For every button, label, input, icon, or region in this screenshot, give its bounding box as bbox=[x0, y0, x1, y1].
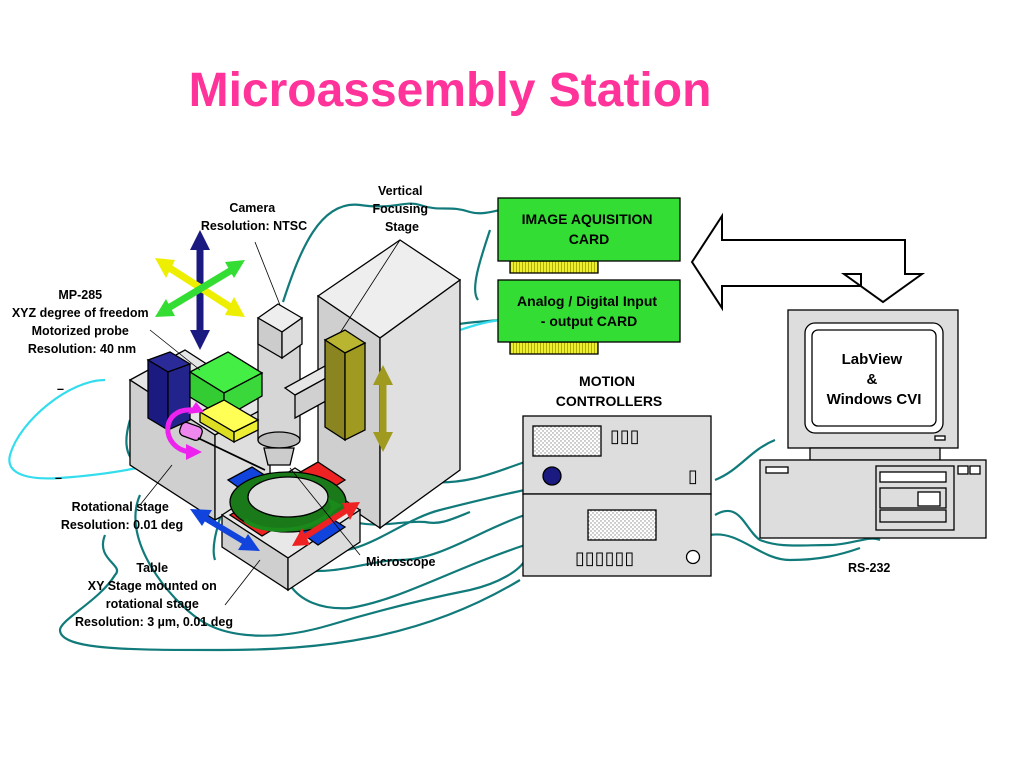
probe-needle bbox=[197, 437, 266, 471]
xy-blue-arrow bbox=[190, 509, 260, 551]
column-side bbox=[379, 278, 461, 530]
monitor-screen bbox=[811, 329, 937, 427]
motion-controller-unit: ▯▯▯ ▯ ▯▯▯▯▯▯ bbox=[522, 415, 712, 577]
mp285-label: MP-285 XYZ degree of freedom Motorized p… bbox=[12, 288, 152, 356]
table-label: Table XY Stage mounted on rotational sta… bbox=[75, 561, 233, 629]
svg-text:IMAGE AQUISITION CARD: IMAGE AQUISITION CARD bbox=[522, 211, 657, 247]
monitor-stand bbox=[809, 447, 941, 461]
card-connector bbox=[509, 260, 599, 274]
focus-stage-front bbox=[324, 338, 346, 442]
controller-lower-buttons: ▯▯▯▯▯▯ bbox=[575, 548, 634, 569]
controller-upper-display bbox=[532, 425, 602, 457]
cpu-tower-icon bbox=[759, 459, 987, 539]
rotational-stage-label: Rotational stage Resolution: 0.01 deg bbox=[61, 500, 183, 532]
mp285-front bbox=[147, 358, 169, 432]
focus-arrow bbox=[373, 365, 393, 452]
green-rotation-arrow bbox=[243, 503, 337, 532]
cables bbox=[8, 202, 881, 652]
magenta-arrow-tail bbox=[188, 402, 204, 414]
card-connector bbox=[509, 341, 599, 355]
mp285-yellow-side bbox=[233, 418, 259, 444]
page-title: Microassembly Station bbox=[189, 64, 712, 117]
microscope-objective bbox=[263, 447, 295, 466]
camera-label: Camera Resolution: NTSC bbox=[201, 201, 307, 233]
svg-text:Analog / Digital Input -: Analog / Digital Input - output CARD bbox=[517, 293, 661, 329]
computer: LabView & Windows CVI bbox=[759, 309, 987, 539]
controller-upper-buttons: ▯▯▯ bbox=[610, 426, 640, 447]
magenta-rotation-arrow bbox=[165, 407, 193, 455]
dash-marker-1: – bbox=[57, 382, 64, 396]
monitor-icon: LabView & Windows CVI bbox=[787, 309, 959, 461]
rs232-label: RS-232 bbox=[848, 561, 890, 575]
camera-side bbox=[281, 316, 303, 360]
controller-upper-small-button: ▯ bbox=[688, 466, 698, 487]
microscope-label: Microscope bbox=[366, 555, 436, 569]
dash-marker-2: – bbox=[55, 471, 62, 485]
image-acquisition-card: IMAGE AQUISITION CARD bbox=[497, 197, 681, 274]
rotational-platter bbox=[247, 476, 329, 518]
io-card: Analog / Digital Input - output CARD bbox=[497, 279, 681, 355]
probe-holder bbox=[178, 421, 203, 441]
bidirectional-arrow-icon bbox=[690, 212, 926, 312]
vertical-stage-label: Vertical Focusing Stage bbox=[372, 184, 431, 234]
motion-controllers-label: MOTION CONTROLLERS bbox=[556, 373, 663, 409]
microscope-lens bbox=[257, 431, 301, 449]
leader-lines bbox=[139, 239, 401, 606]
xyz-arrows bbox=[155, 230, 245, 350]
controller-power-led bbox=[685, 549, 701, 565]
focus-stage-side bbox=[344, 341, 366, 442]
controller-lower-display bbox=[587, 509, 657, 541]
screen-text: LabView & Windows CVI bbox=[827, 351, 922, 408]
microassembly-station bbox=[128, 230, 462, 592]
controller-knob bbox=[542, 466, 562, 486]
magenta-arrow-head bbox=[186, 444, 202, 460]
xy-red-arrow bbox=[292, 502, 360, 546]
green-rotation-head bbox=[328, 498, 342, 512]
